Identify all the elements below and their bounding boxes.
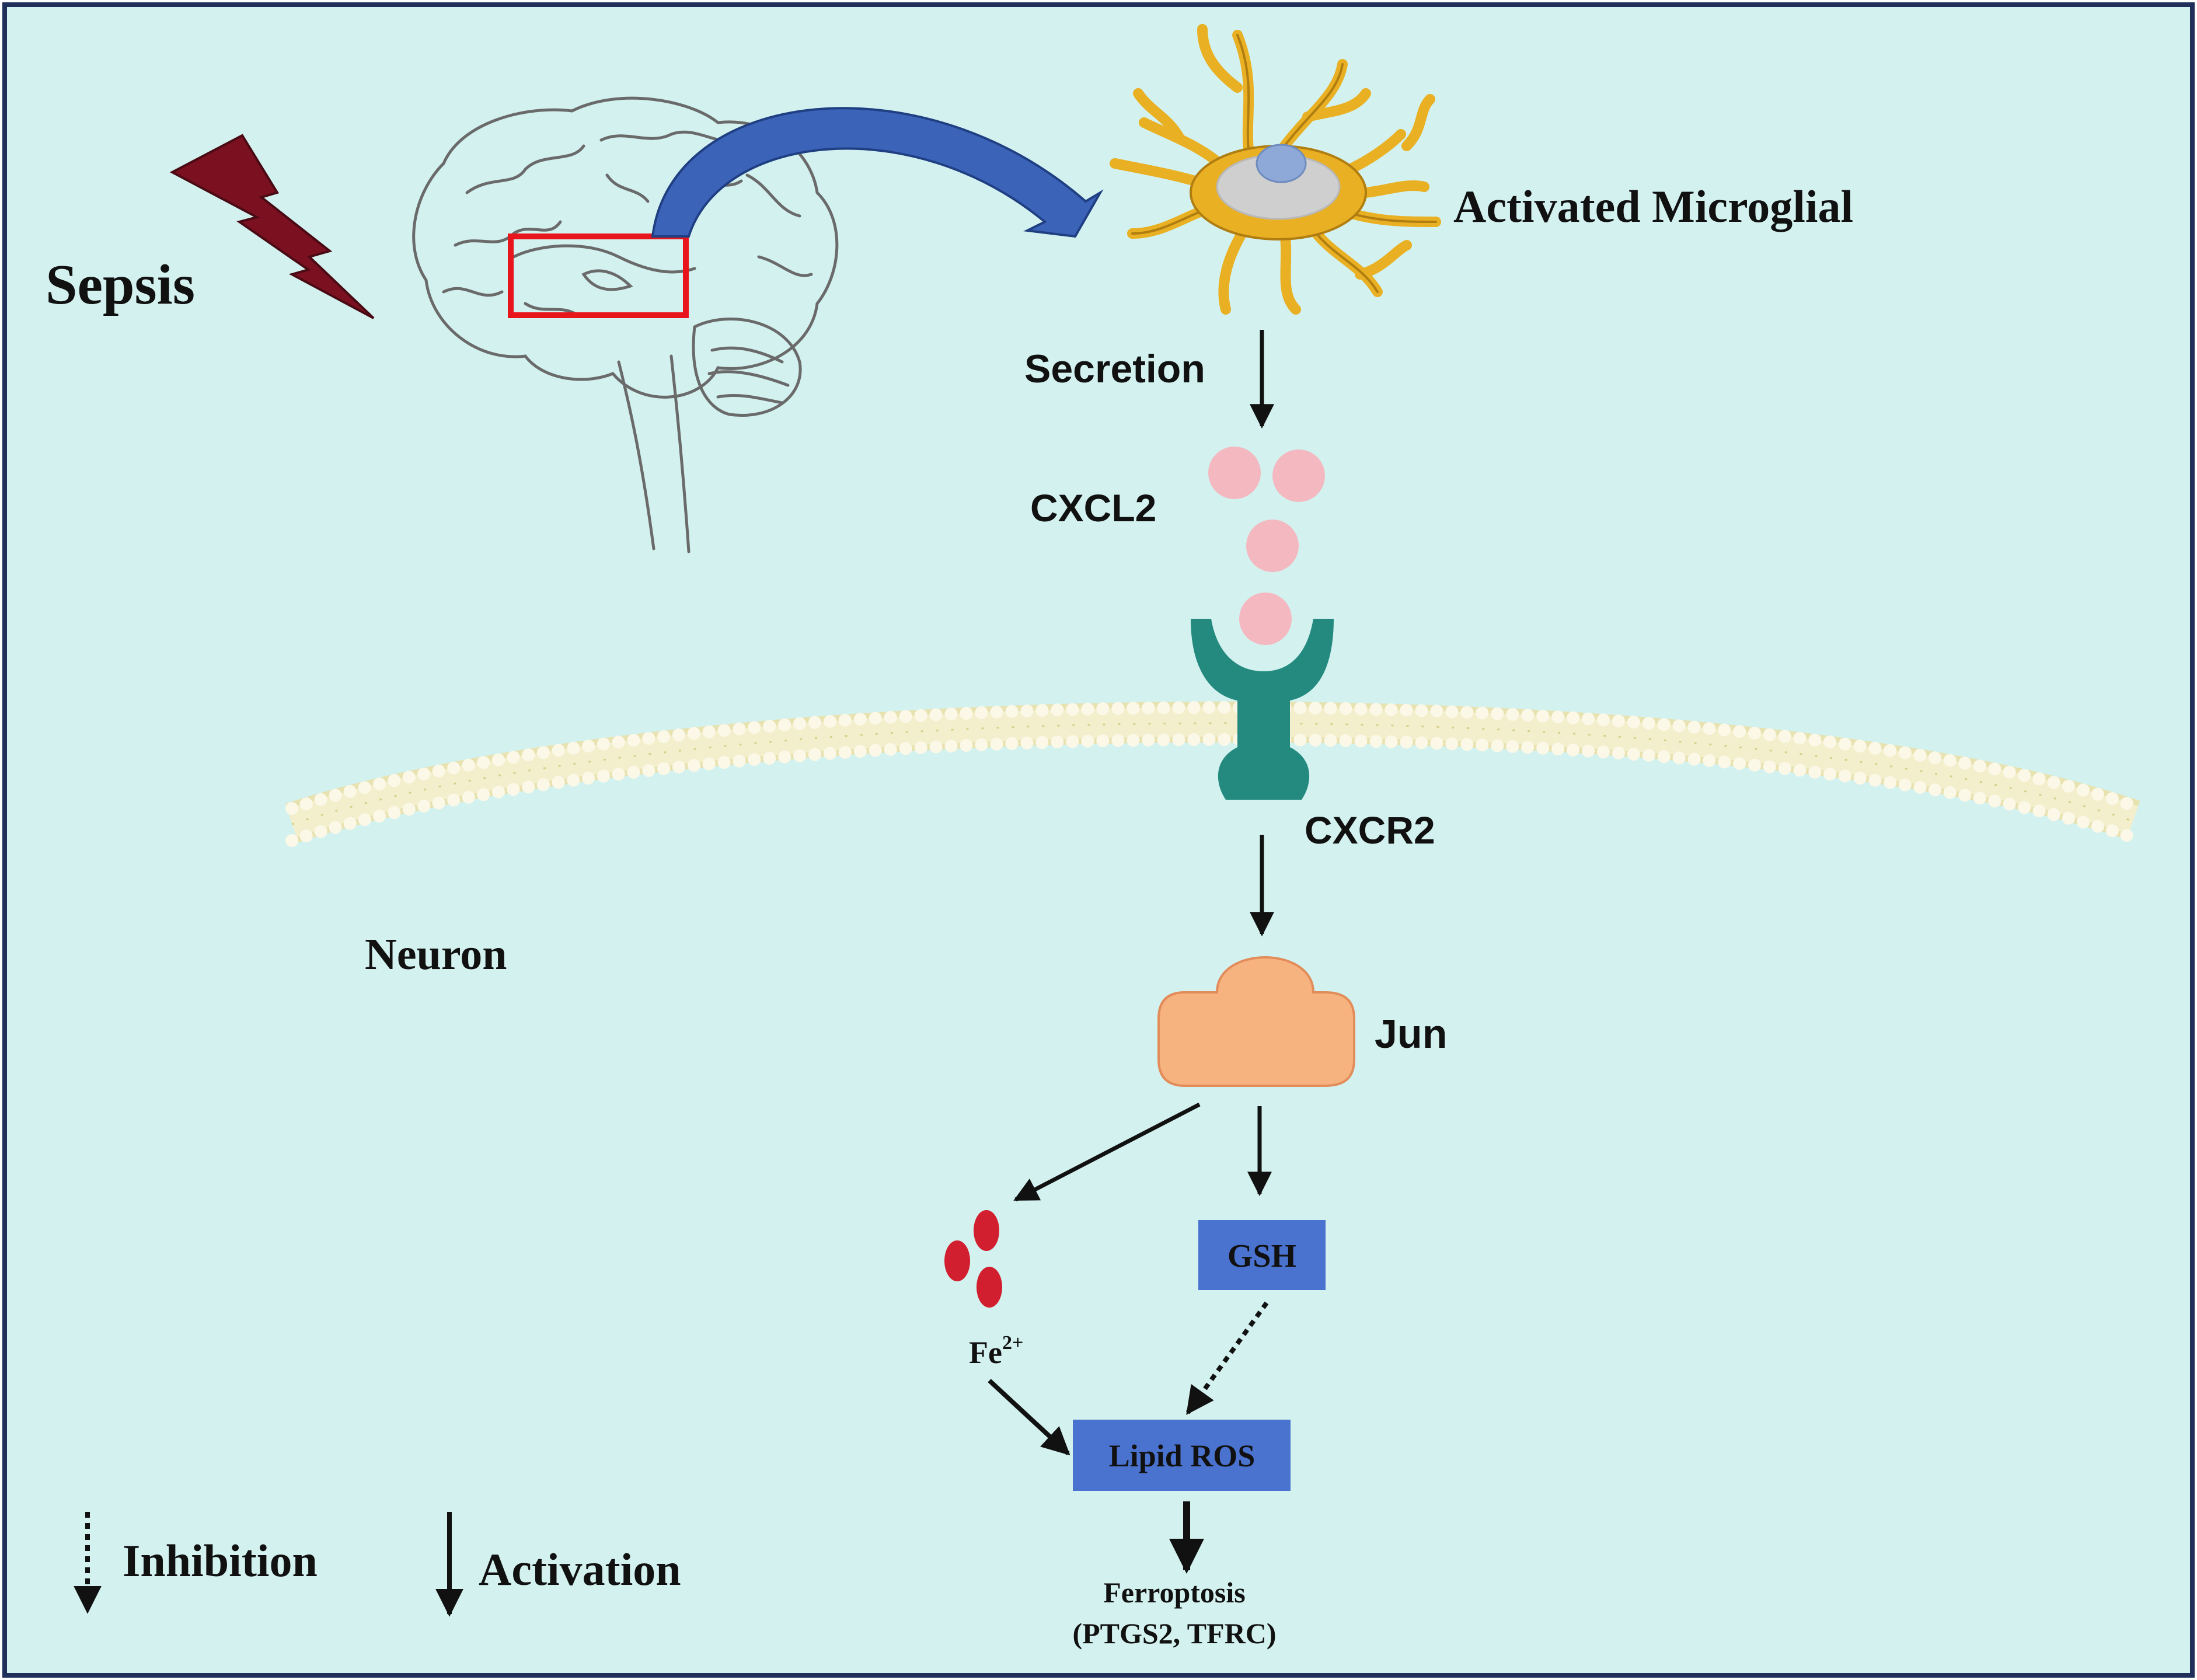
lipid-ros-label: Lipid ROS — [1109, 1438, 1256, 1473]
fe-to-lipid-ros-arrow — [988, 1379, 1070, 1456]
lightning-icon — [169, 134, 375, 319]
fe-ion — [974, 1210, 999, 1251]
jun-label: Jun — [1375, 1011, 1447, 1057]
ferroptosis-label: Ferroptosis — [1103, 1576, 1245, 1609]
curved-arrow-icon — [651, 107, 1104, 238]
legend: Inhibition Activation — [74, 1512, 681, 1617]
jun-protein-icon — [1157, 956, 1355, 1087]
gsh-box — [1198, 1220, 1326, 1290]
cxcl2-molecule — [1208, 447, 1261, 499]
gsh-label: GSH — [1227, 1238, 1296, 1274]
cxcl2-molecule — [1272, 449, 1325, 502]
cxcl2-label: CXCL2 — [1030, 486, 1156, 529]
fe-label-charge: 2+ — [1002, 1332, 1023, 1354]
fe-ion — [944, 1240, 970, 1281]
cxcl2-molecules — [1208, 447, 1325, 645]
cxcr2-label: CXCR2 — [1305, 808, 1435, 852]
gsh-inhibits-lipid-ros-arrow — [1185, 1301, 1269, 1415]
cell-membrane — [285, 700, 2140, 847]
fe-label-base: Fe — [969, 1335, 1002, 1370]
secretion-label: Secretion — [1024, 347, 1205, 391]
fe-ions — [944, 1210, 1002, 1308]
hippocampus-highlight-box — [508, 233, 689, 318]
legend-inhibition-label: Inhibition — [123, 1535, 318, 1586]
legend-activation-label: Activation — [479, 1544, 681, 1595]
jun-to-fe-arrow — [1013, 1102, 1201, 1202]
cxcl2-molecule — [1246, 520, 1299, 572]
activated-microglial-label: Activated Microglial — [1453, 181, 1853, 232]
ferroptosis-markers-label: (PTGS2, TFRC) — [1072, 1617, 1276, 1650]
fe-ion — [977, 1267, 1002, 1308]
fe-label: Fe2+ — [969, 1332, 1023, 1370]
cxcr2-receptor-icon — [1191, 619, 1334, 800]
lipid-ros-box — [1073, 1420, 1291, 1491]
cxcl2-molecule — [1239, 592, 1292, 645]
sepsis-label: Sepsis — [46, 253, 195, 316]
microglia-icon — [1110, 24, 1441, 315]
neuron-label: Neuron — [365, 930, 507, 979]
